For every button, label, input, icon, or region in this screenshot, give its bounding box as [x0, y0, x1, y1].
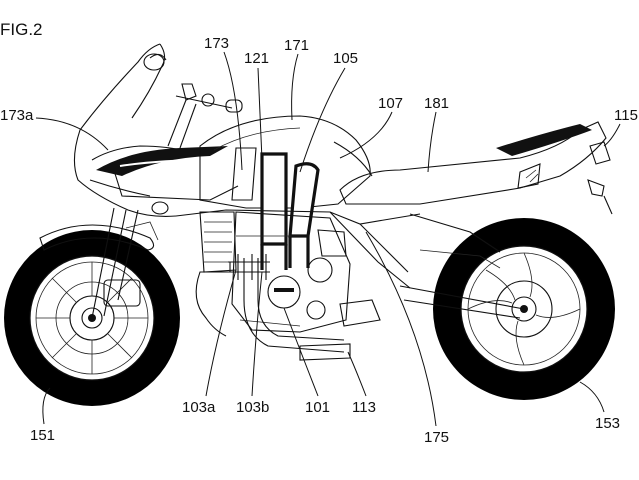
leader-151: [42, 387, 51, 425]
label-181: 181: [424, 95, 449, 112]
leader-173: [223, 51, 243, 171]
label-113: 113: [352, 399, 376, 416]
exhaust-pipes: [195, 254, 351, 361]
leader-115: [603, 123, 621, 147]
label-175: 175: [424, 429, 449, 446]
leader-113: [347, 351, 367, 397]
leader-105: [299, 67, 346, 173]
label-173: 173: [204, 35, 229, 52]
label-103a: 103a: [182, 399, 216, 416]
leader-101: [283, 307, 319, 397]
leader-175: [365, 231, 437, 427]
leader-121: [257, 67, 263, 161]
label-153: 153: [595, 415, 620, 432]
leader-103b: [251, 271, 263, 397]
seat-and-tail: [339, 121, 613, 215]
label-151: 151: [30, 427, 55, 444]
fuel-tank: [199, 115, 373, 209]
front-fairing: [73, 43, 239, 217]
label-115: 115: [614, 107, 638, 124]
label-121: 121: [244, 50, 269, 67]
figure-title: FIG.2: [0, 20, 43, 39]
label-103b: 103b: [236, 399, 269, 416]
front-fork: [39, 207, 159, 319]
leader-lines: [35, 51, 621, 427]
leader-171: [291, 53, 299, 121]
leader-153: [579, 381, 605, 413]
label-107: 107: [378, 95, 403, 112]
label-105: 105: [333, 50, 358, 67]
label-101: 101: [305, 399, 330, 416]
leader-181: [427, 111, 437, 173]
leader-103a: [205, 269, 237, 397]
leader-107: [339, 111, 393, 159]
reference-labels: 173 121 171 105 107 181 115 173a 151 103…: [0, 35, 638, 446]
label-171: 171: [284, 37, 309, 54]
handlebar: [167, 83, 243, 149]
leader-173a: [35, 117, 109, 151]
label-173a: 173a: [0, 107, 34, 124]
